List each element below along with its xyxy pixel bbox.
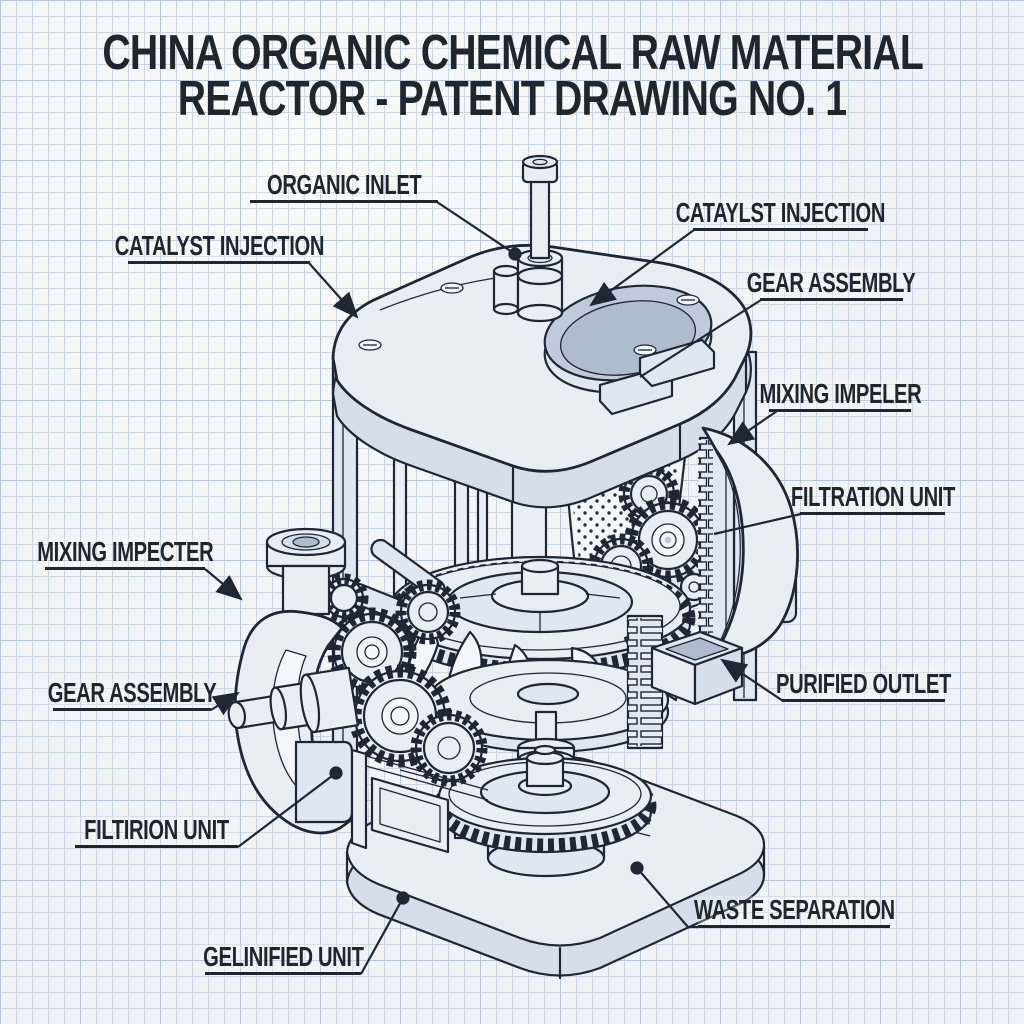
label-text-purified-outlet: PURIFIED OUTLET: [776, 668, 951, 699]
drawing-title: CHINA ORGANIC CHEMICAL RAW MATERIAL REAC…: [0, 26, 1024, 126]
base-plate: [345, 755, 766, 980]
label-waste-separation: WASTE SEPARATION: [694, 896, 895, 928]
leader-filtration-unit-left: [237, 766, 343, 848]
leader-filtration-unit-right: [713, 512, 802, 536]
label-underline: [698, 925, 890, 928]
label-catalyst-injection-left: CATALYST INJECTION: [114, 231, 324, 264]
leader-organic-inlet: [436, 201, 522, 261]
label-underline: [128, 261, 310, 264]
label-mixing-impeller-left: MIXING IMPECTER: [37, 538, 213, 570]
leader-gelinified-unit: [360, 891, 410, 975]
label-text-gear-assembly-right: GEAR ASSEMBLY: [747, 267, 916, 298]
label-purified-outlet: PURIFIED OUTLET: [776, 670, 951, 702]
label-underline: [782, 699, 945, 702]
label-underline: [53, 708, 211, 711]
label-text-gelinified-unit: GELINIFIED UNIT: [202, 941, 364, 972]
leader-waste-separation: [630, 861, 699, 929]
side-pump-housing: [227, 527, 359, 835]
label-underline: [75, 845, 238, 848]
label-underline: [760, 298, 903, 301]
leader-catalyst-injection-right: [589, 229, 695, 307]
drive-shaft: [227, 666, 359, 734]
label-organic-inlet: ORGANIC INLET: [250, 170, 438, 203]
label-text-catalyst-injection-right: CATAYLST INJECTION: [675, 197, 886, 228]
label-underline: [45, 567, 205, 570]
label-text-organic-inlet: ORGANIC INLET: [266, 169, 422, 200]
leader-gear-assembly-left: [210, 691, 240, 716]
label-underline: [800, 512, 945, 515]
label-underline: [693, 228, 868, 231]
outlet-box: [650, 630, 744, 706]
leader-lines: [204, 201, 802, 975]
label-text-waste-separation: WASTE SEPARATION: [693, 894, 895, 925]
leader-mixing-impeller-right: [727, 410, 778, 446]
label-text-filtration-unit-left: FILTIRION UNIT: [84, 814, 229, 845]
label-mixing-impeller-right: MIXING IMPELER: [759, 380, 921, 412]
label-filtration-unit-left: FILTIRION UNIT: [75, 816, 238, 848]
label-underline: [205, 972, 361, 975]
label-text-mixing-impeller-left: MIXING IMPECTER: [36, 536, 214, 567]
label-text-catalyst-injection-left: CATALYST INJECTION: [114, 230, 324, 261]
inlet-port: [492, 154, 564, 323]
label-text-gear-assembly-left: GEAR ASSEMBLY: [47, 677, 217, 708]
leader-catalyst-injection-left: [308, 262, 359, 319]
leader-mixing-impeller-left: [204, 568, 243, 601]
label-gelinified-unit: GELINIFIED UNIT: [202, 941, 364, 975]
title-line-2: REACTOR - PATENT DRAWING NO. 1: [177, 72, 847, 126]
label-gear-assembly-left: GEAR ASSEMBLY: [48, 679, 217, 711]
label-catalyst-injection-right: CATAYLST INJECTION: [676, 199, 886, 231]
label-text-mixing-impeller-right: MIXING IMPELER: [759, 378, 921, 409]
leader-gear-assembly-right: [639, 299, 762, 378]
label-filtration-unit-right: FILTRATION UNIT: [790, 483, 955, 515]
side-dome-housing: [701, 426, 799, 660]
lower-gear: [433, 744, 657, 854]
front-frame: [350, 748, 489, 854]
label-underline: [769, 409, 911, 412]
label-gear-assembly-right: GEAR ASSEMBLY: [747, 269, 916, 301]
label-text-filtration-unit-right: FILTRATION UNIT: [790, 481, 955, 512]
bolt-holes: [358, 282, 700, 356]
label-underline: [250, 200, 438, 203]
gear-cluster-left: [319, 538, 488, 787]
title-line-1: CHINA ORGANIC CHEMICAL RAW MATERIAL: [102, 26, 923, 80]
leader-purified-outlet: [720, 658, 784, 702]
